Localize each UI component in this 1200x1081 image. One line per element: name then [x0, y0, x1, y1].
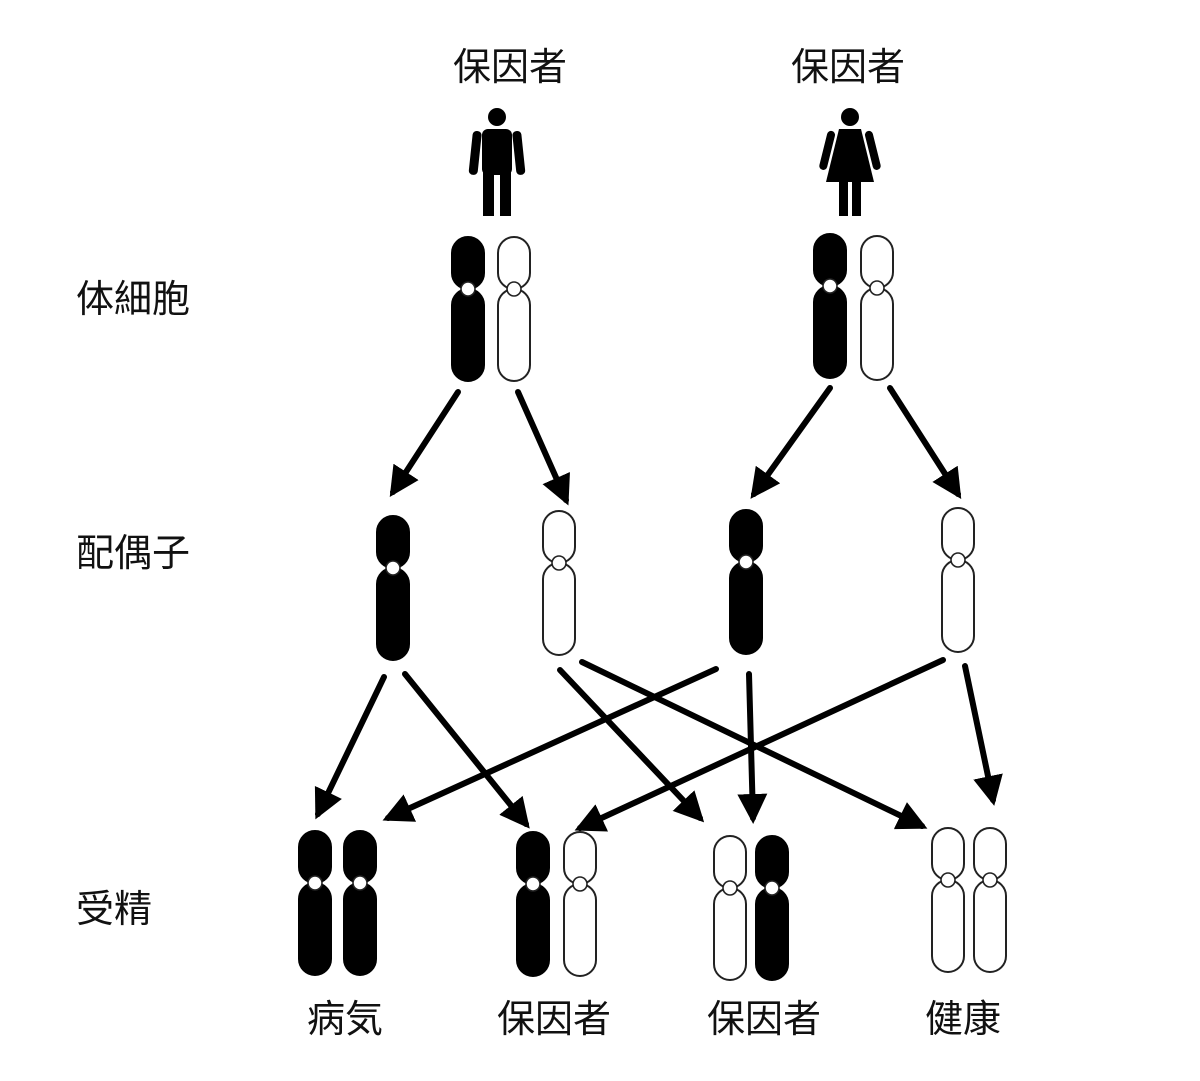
- arrow-meiosis-4: [887, 385, 962, 500]
- offspring-pair-4: [931, 827, 1007, 973]
- parent-1-label: 保因者: [453, 45, 567, 89]
- chromosome-normal: [931, 827, 965, 973]
- offspring-pair-2: [516, 831, 597, 977]
- row-label-fertilization: 受精: [76, 887, 152, 931]
- arrow-fert-8: [962, 663, 1003, 806]
- offspring-pair-3: [713, 835, 789, 981]
- meiosis-arrows: [389, 385, 962, 506]
- chromosome-affected: [755, 835, 789, 981]
- arrow-meiosis-1: [389, 389, 461, 498]
- arrow-fert-1: [314, 674, 387, 820]
- offspring-label-4: 健康: [925, 997, 1001, 1041]
- chromosome-affected: [813, 233, 847, 379]
- arrow-meiosis-3: [750, 385, 833, 499]
- somatic-chromosome-pair-parent-2: [813, 233, 894, 381]
- chromosome-normal: [860, 235, 894, 381]
- row-label-gametes: 配偶子: [76, 531, 190, 575]
- offspring-pair-1: [298, 830, 377, 976]
- chromosome-affected: [516, 831, 550, 977]
- chromosome-normal: [973, 827, 1007, 973]
- gamete-parent-1-normal: [542, 510, 576, 656]
- offspring-label-3: 保因者: [707, 997, 821, 1041]
- arrow-fert-3: [557, 667, 705, 823]
- arrow-fert-5: [382, 666, 719, 822]
- offspring-label-1: 病気: [307, 997, 383, 1041]
- male-person-icon: [468, 108, 526, 216]
- chromosome-affected: [451, 236, 485, 382]
- arrow-meiosis-2: [515, 389, 570, 506]
- parent-2-label: 保因者: [791, 45, 905, 89]
- chromosome-normal: [563, 831, 597, 977]
- chromosome-affected: [298, 830, 332, 976]
- chromosome-normal: [713, 835, 747, 981]
- gamete-parent-1-affected: [376, 515, 410, 661]
- offspring-chromosome-pairs: [298, 827, 1007, 981]
- female-person-icon: [819, 108, 881, 216]
- chromosome-affected: [343, 830, 377, 976]
- gamete-parent-2-affected: [729, 509, 763, 655]
- row-label-somatic: 体細胞: [76, 277, 190, 321]
- fertilization-arrows: [314, 657, 1003, 832]
- chromosome-normal: [497, 236, 531, 382]
- offspring-label-2: 保因者: [497, 997, 611, 1041]
- somatic-chromosome-pair-parent-1: [451, 236, 531, 382]
- arrow-fert-2: [402, 671, 530, 829]
- arrow-fert-7: [574, 657, 946, 832]
- gamete-parent-2-normal: [941, 507, 975, 653]
